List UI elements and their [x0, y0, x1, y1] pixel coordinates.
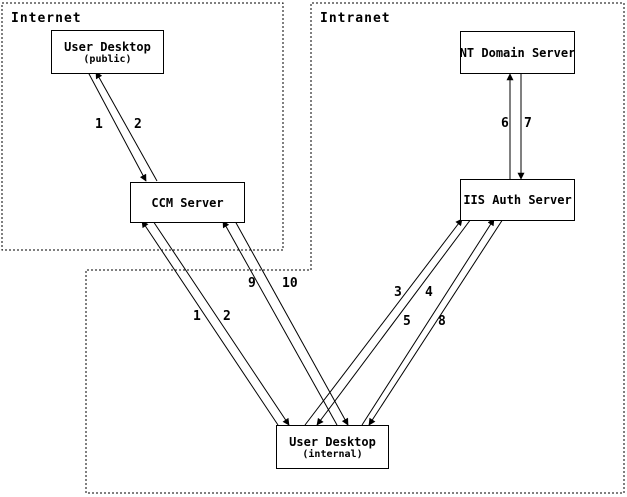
intranet-zone-border: [85, 2, 625, 494]
node-title: NT Domain Server: [459, 45, 576, 60]
step-label-2-public: 2: [134, 117, 142, 132]
step-label-3: 3: [394, 285, 402, 300]
step-label-5: 5: [403, 314, 411, 329]
flow-line-2-ccm-to-public: [95, 71, 158, 182]
intranet-zone-label: Intranet: [320, 11, 391, 26]
node-subtitle: (internal): [302, 448, 363, 460]
step-label-10: 10: [282, 276, 298, 291]
flow-line-4-iis-to-internal: [316, 218, 472, 426]
node-user-desktop-public: User Desktop (public): [51, 30, 164, 74]
flow-line-10-ccm-to-internal: [234, 220, 349, 426]
flow-line-3-internal-to-iis: [304, 218, 463, 426]
step-label-7: 7: [524, 116, 532, 131]
flow-line-5-internal-to-iis: [361, 218, 495, 426]
step-label-6: 6: [501, 116, 509, 131]
flow-line-2-ccm-to-internal: [152, 220, 290, 426]
node-ccm-server: CCM Server: [130, 182, 245, 223]
node-title: IIS Auth Server: [463, 193, 572, 207]
flow-line-1-public-to-ccm: [87, 71, 147, 182]
step-label-1-internal: 1: [193, 309, 201, 324]
node-user-desktop-internal: User Desktop (internal): [276, 425, 389, 469]
internet-zone-label: Internet: [11, 11, 82, 26]
node-subtitle: (public): [83, 53, 132, 65]
step-label-9: 9: [248, 276, 256, 291]
flow-line-1-internal-to-ccm: [141, 220, 279, 426]
step-label-8: 8: [438, 314, 446, 329]
flow-line-8-iis-to-internal: [368, 218, 504, 426]
internet-zone-border: [1, 2, 284, 251]
node-title: CCM Server: [151, 195, 224, 210]
node-title: User Desktop: [64, 39, 151, 54]
step-label-1-public: 1: [95, 117, 103, 132]
flow-line-9-internal-to-ccm: [222, 220, 338, 426]
step-label-4: 4: [425, 285, 433, 300]
node-title: User Desktop: [289, 434, 376, 449]
node-iis-auth-server: IIS Auth Server: [460, 179, 575, 221]
node-nt-domain-server: NT Domain Server: [460, 31, 575, 74]
step-label-2-internal: 2: [223, 309, 231, 324]
